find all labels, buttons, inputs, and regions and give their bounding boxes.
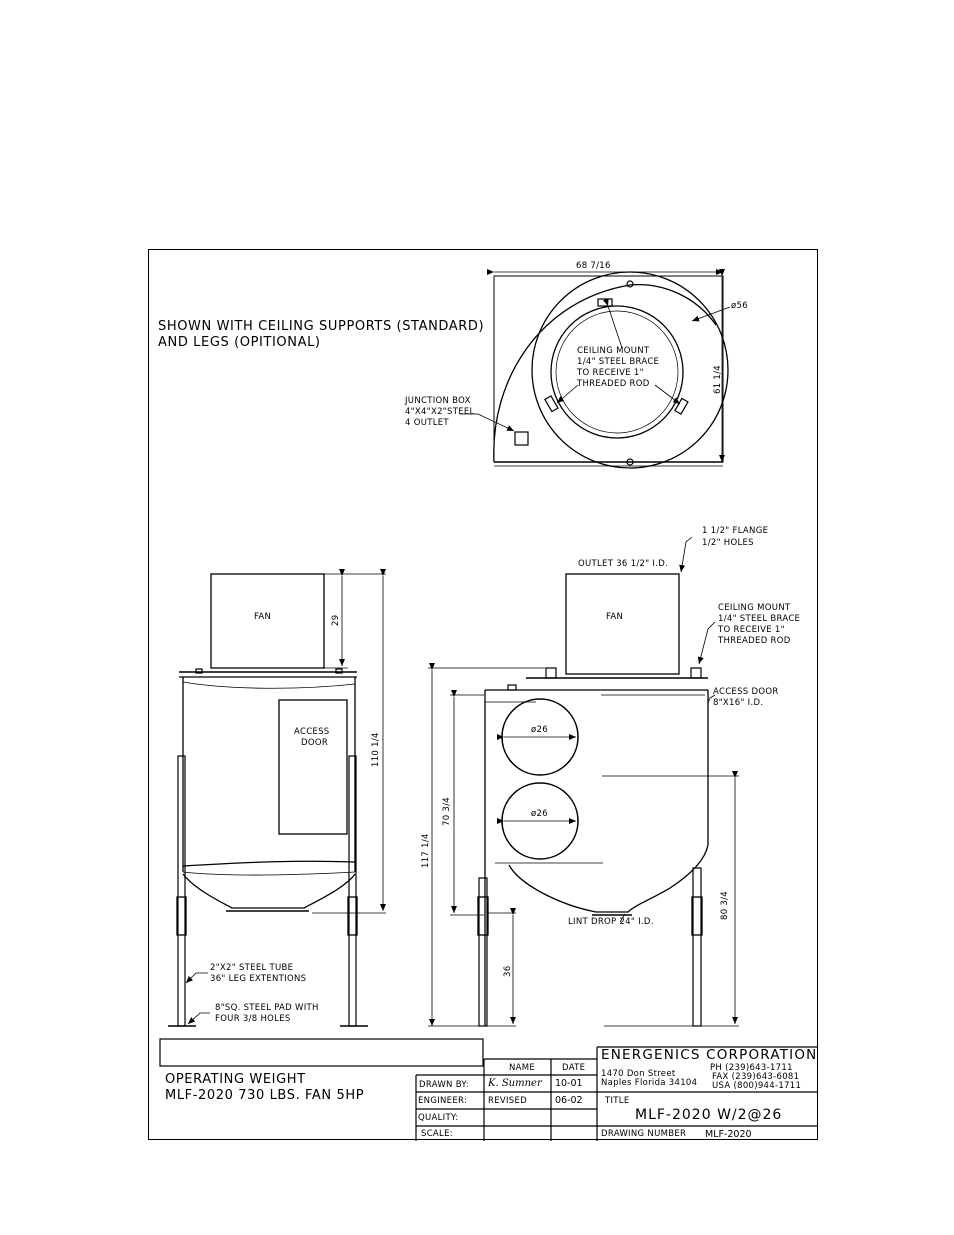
inlet-inner-circle [555, 310, 679, 434]
drawing-title: MLF-2020 W/2@26 [635, 1107, 783, 1123]
drawing-sheet-border [148, 249, 818, 1140]
junction-box-line: JUNCTION BOX [405, 396, 471, 406]
steel-pad-note: 8"SQ. STEEL PAD WITH [215, 1003, 319, 1013]
front-fan-label: FAN [606, 612, 624, 622]
leg-tube-note: 2"X2" STEEL TUBE [210, 963, 294, 973]
drawn-by-signature: K. Sumner [488, 1078, 542, 1089]
front-access-door-note: ACCESS DOOR [713, 687, 779, 697]
top-depth-dim: 61 1/4 [713, 365, 723, 394]
front-access-door-note: 8"X16" I.D. [713, 698, 764, 708]
brace-left [544, 395, 559, 413]
top-ceiling-mount-line: 1/4" STEEL BRACE [577, 357, 660, 367]
flange-note: 1/2" HOLES [702, 538, 754, 548]
scale-label: SCALE: [421, 1129, 453, 1139]
drawn-by-label: DRAWN BY: [419, 1080, 469, 1090]
inlet-circle [550, 305, 684, 439]
header-name: NAME [509, 1063, 536, 1073]
top-view [460, 269, 731, 469]
header-date: DATE [562, 1063, 586, 1073]
side-total-height: 110 1/4 [371, 732, 381, 767]
company-fax: FAX (239)643-6081 [712, 1072, 800, 1082]
lint-drop-label: LINT DROP 24" I.D. [568, 917, 654, 927]
company-address2: Naples Florida 34104 [601, 1078, 698, 1088]
engineer-date: 06-02 [555, 1095, 583, 1106]
side-access-door-line: DOOR [301, 738, 329, 748]
side-leg-left [177, 755, 186, 1027]
top-ceiling-mount-line: THREADED ROD [577, 379, 650, 389]
side-fan-height: 29 [331, 614, 341, 626]
operating-weight-label: OPERATING WEIGHT [165, 1072, 306, 1087]
top-diameter: ø56 [731, 301, 748, 311]
engineer-label: ENGINEER: [418, 1096, 468, 1106]
top-ceiling-mount-line: TO RECEIVE 1" [577, 368, 644, 378]
front-ceiling-mount-line: TO RECEIVE 1" [718, 625, 785, 635]
inlet-top-diameter: ø26 [531, 725, 548, 735]
junction-box-line: 4 OUTLET [405, 418, 449, 428]
company-usa-phone: USA (800)944-1711 [712, 1081, 802, 1091]
front-ceiling-mount-line: THREADED ROD [718, 636, 791, 646]
steel-pad-note: FOUR 3/8 HOLES [215, 1014, 291, 1024]
brace-top [597, 298, 613, 307]
front-total-height: 117 1/4 [421, 833, 431, 868]
inlet-bottom-diameter: ø26 [531, 809, 548, 819]
drawing-number-label: DRAWING NUMBER [601, 1129, 687, 1139]
outlet-label: OUTLET 36 1/2" I.D. [578, 559, 669, 569]
title-block-lines [159, 1038, 818, 1141]
leg-height-dim: 36 [503, 965, 513, 977]
front-view [428, 536, 739, 1027]
front-fan-box [565, 573, 680, 675]
title-label: TITLE [605, 1096, 630, 1106]
front-ceiling-mount-line: CEILING MOUNT [718, 603, 791, 613]
side-fan-box [210, 573, 325, 669]
model-spec-label: MLF-2020 730 LBS. FAN 5HP [165, 1088, 365, 1103]
note-shown-with: SHOWN WITH CEILING SUPPORTS (STANDARD) [158, 319, 485, 334]
note-and-legs: AND LEGS (OPITIONAL) [158, 335, 321, 350]
flange-note: 1 1/2" FLANGE [702, 526, 769, 536]
junction-box-symbol [514, 431, 529, 446]
top-width-dim: 68 7/16 [576, 261, 611, 271]
brace-right [674, 397, 689, 415]
company-phone: PH (239)643-1711 [710, 1063, 793, 1073]
side-fan-label: FAN [254, 612, 272, 622]
side-access-door-line: ACCESS [294, 727, 330, 737]
quality-label: QUALITY: [418, 1113, 459, 1123]
junction-box-line: 4"X4"X2"STEEL [405, 407, 475, 417]
top-ceiling-mount-line: CEILING MOUNT [577, 346, 650, 356]
side-view [168, 569, 386, 1027]
leg-tube-note: 36" LEG EXTENTIONS [210, 974, 307, 984]
top-bolt [626, 280, 634, 288]
inlet-span-dim: 70 3/4 [442, 797, 452, 826]
scroll-housing [493, 283, 717, 463]
company-address1: 1470 Don Street [601, 1069, 676, 1079]
engineer-name: REVISED [488, 1096, 528, 1106]
company-name: ENERGENICS CORPORATION [601, 1047, 818, 1063]
front-ceiling-mount-line: 1/4" STEEL BRACE [718, 614, 801, 624]
side-access-door [278, 699, 348, 835]
drawn-by-date: 10-01 [555, 1078, 583, 1089]
right-height-dim: 80 3/4 [720, 891, 730, 920]
drawing-number-value: MLF-2020 [705, 1129, 752, 1140]
